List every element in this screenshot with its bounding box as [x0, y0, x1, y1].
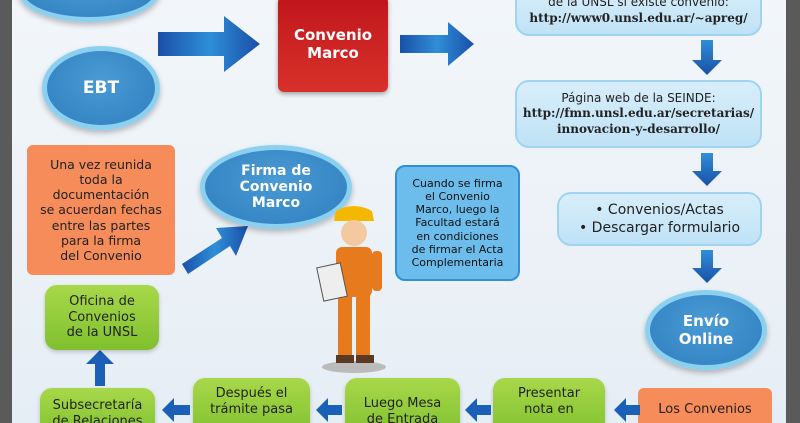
label: el Convenio: [425, 190, 490, 204]
worker-illustration-icon: [316, 206, 386, 373]
label: Página web de la SEINDE:: [561, 90, 716, 105]
url-link[interactable]: http://fmn.unsl.edu.ar/secretarias/: [522, 106, 755, 121]
label: de Entrada: [366, 411, 439, 423]
arrow-left-icon: [465, 398, 491, 422]
ebt-ellipse: EBT: [42, 46, 160, 130]
label: Marco: [307, 44, 359, 62]
label: Oficina de: [69, 294, 135, 310]
label: Facultad estará: [415, 216, 500, 230]
label: documentación: [52, 187, 150, 203]
label: Complementaria: [411, 255, 504, 269]
seinde-box: Página web de la SEINDE:http://fmn.unsl.…: [515, 80, 762, 148]
los-convenios-box: Los Convenios: [638, 388, 772, 423]
label: Marco: [251, 195, 301, 212]
arrow-down-icon: [692, 153, 722, 186]
label: Una vez reunida: [50, 156, 152, 172]
label: Los Convenios: [658, 402, 752, 417]
label: Presentar: [517, 386, 581, 401]
label: del Convenio: [60, 248, 142, 264]
label: se acuerdan fechas: [40, 202, 162, 218]
label: toda la: [79, 171, 123, 187]
label: para la firma: [60, 232, 142, 248]
arrow-left-icon: [162, 398, 190, 422]
label: entre las partes: [51, 217, 151, 233]
label: Subsecretaría: [52, 398, 143, 413]
label: Cuando se firma: [412, 176, 503, 190]
ebt-label: EBT: [82, 78, 120, 98]
convenios-actas-box: • Convenios/Actas • Descargar formulario: [557, 192, 762, 246]
label: nota en: [524, 401, 574, 417]
label: en condiciones: [416, 229, 499, 243]
list-item: • Descargar formulario: [578, 220, 741, 236]
arrow-diagonal-icon: [182, 226, 248, 274]
label: Envío: [682, 312, 730, 330]
label: Online: [678, 330, 734, 348]
url-link[interactable]: http://www0.unsl.edu.ar/~apreg/: [529, 11, 748, 25]
label: Convenios: [68, 309, 136, 325]
arrow-right-icon: [158, 16, 260, 72]
arrow-up-icon: [86, 350, 114, 386]
list-item: • Convenios/Actas: [595, 201, 724, 218]
label: Convenio: [293, 26, 373, 44]
arrow-right-icon: [400, 22, 474, 66]
label: de firmar el Acta: [411, 242, 504, 256]
label: Después el: [215, 386, 288, 401]
label: de Relaciones: [52, 413, 143, 423]
label: Marco, luego la: [415, 203, 500, 217]
label: de la UNSL si existe convenio:: [548, 0, 729, 10]
top-ellipse: [18, 0, 160, 22]
label: Firma de: [241, 162, 311, 179]
check-convenio-box: de la UNSL si existe convenio:http://www…: [515, 0, 762, 36]
arrow-left-icon: [614, 398, 640, 422]
url-link[interactable]: innovacion-y-desarrollo/: [557, 121, 720, 136]
label: trámite pasa: [210, 401, 293, 417]
arrow-left-icon: [316, 398, 342, 422]
label: de la UNSL: [66, 325, 138, 341]
arrow-down-icon: [692, 250, 722, 283]
label: Convenio: [239, 178, 313, 195]
arrow-down-icon: [692, 40, 722, 75]
label: Luego Mesa: [363, 396, 442, 411]
